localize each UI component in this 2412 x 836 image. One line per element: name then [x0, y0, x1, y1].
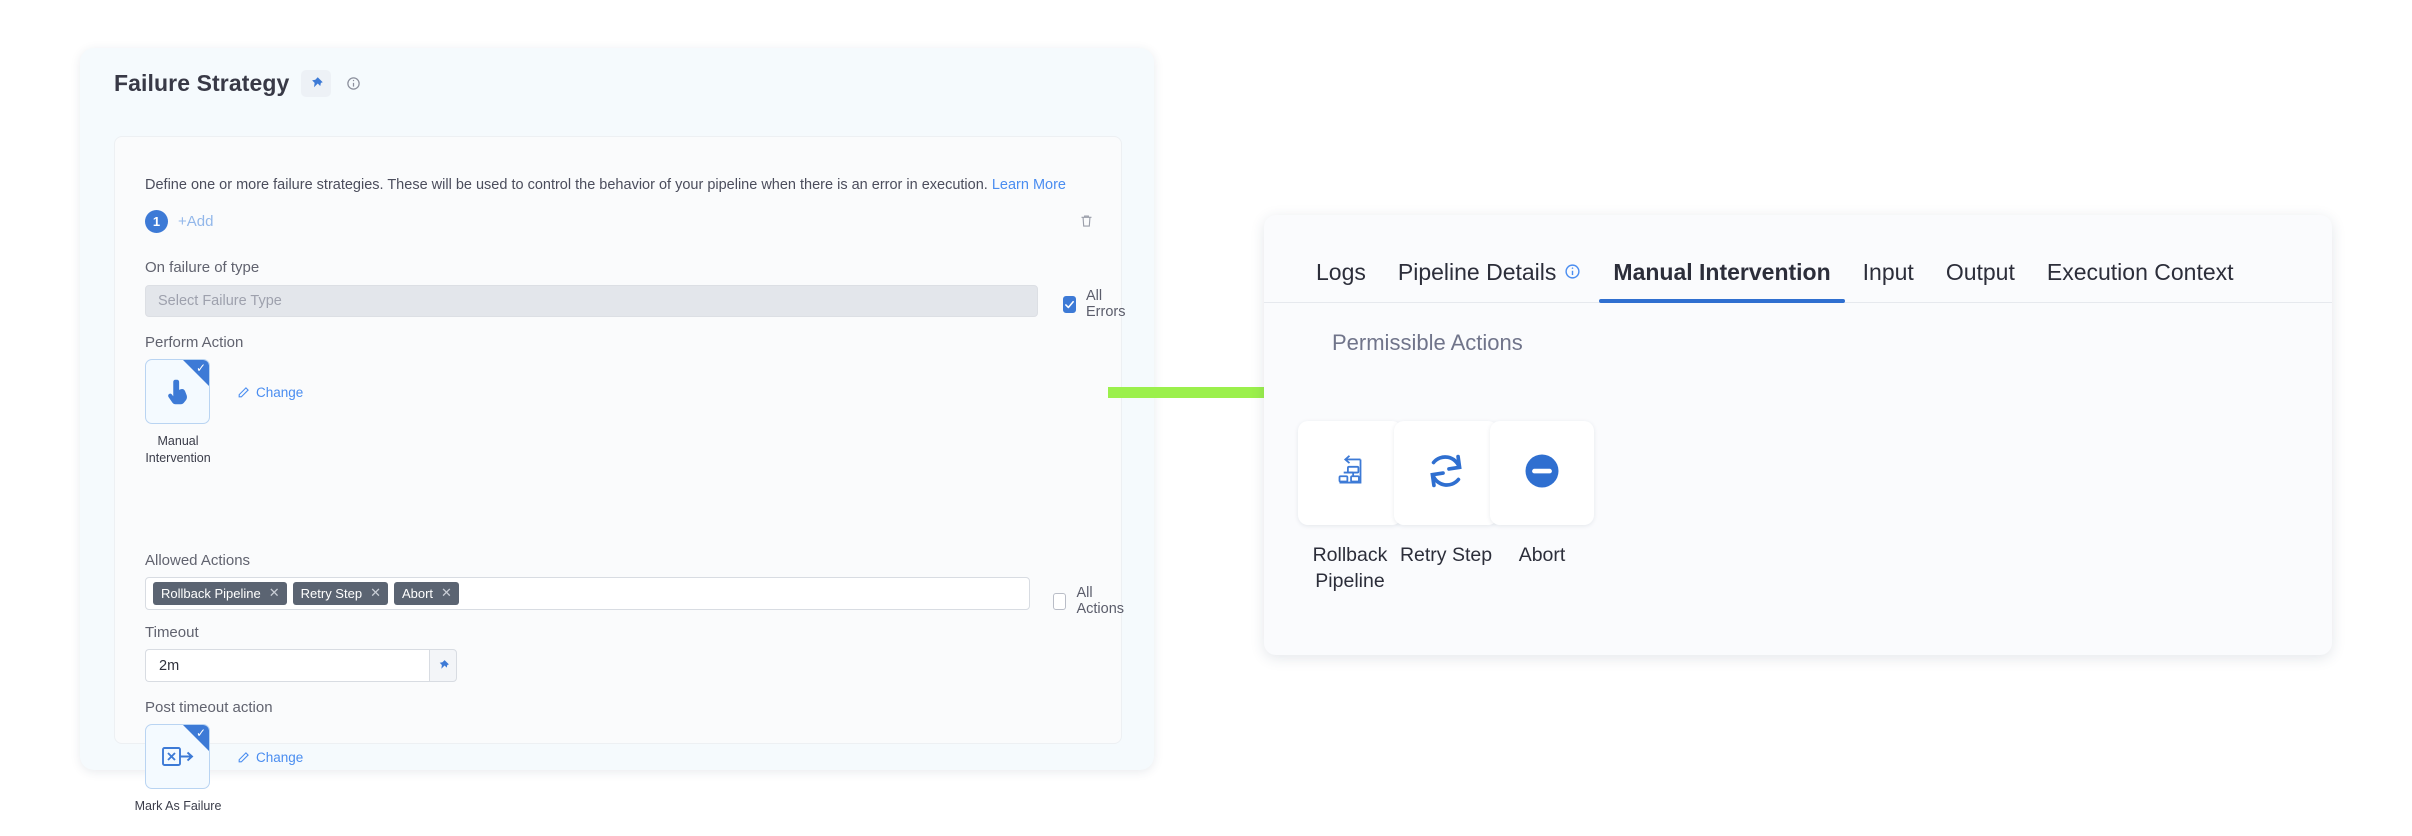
chip-label: Abort: [401, 585, 434, 601]
trash-icon[interactable]: [1079, 213, 1094, 234]
chip-label: Rollback Pipeline: [161, 585, 261, 601]
all-actions-checkbox-box[interactable]: [1053, 592, 1067, 610]
perform-action-label: Perform Action: [145, 334, 244, 351]
perform-action-change-button[interactable]: Change: [237, 385, 303, 400]
timeout-input[interactable]: 2m: [145, 649, 429, 682]
all-actions-checkbox[interactable]: All Actions: [1053, 585, 1128, 617]
rollback-pipeline-button[interactable]: [1298, 421, 1402, 525]
action-card-label: Abort: [1518, 544, 1566, 566]
list-item[interactable]: Abort ✕: [393, 582, 459, 605]
failure-strategy-header: Failure Strategy: [80, 48, 1154, 97]
all-errors-checkbox[interactable]: All Errors: [1063, 288, 1129, 320]
mark-as-failure-icon: [146, 725, 209, 788]
tab-manual-intervention[interactable]: Manual Intervention: [1597, 259, 1846, 303]
tab-label: Execution Context: [2046, 259, 2234, 285]
post-timeout-action-label: Post timeout action: [145, 699, 273, 716]
permissible-actions-title: Permissible Actions: [1332, 330, 1523, 355]
execution-details-panel: Logs Pipeline Details Manual Interventio…: [1264, 215, 2332, 655]
info-icon[interactable]: [1564, 259, 1581, 286]
close-icon[interactable]: ✕: [370, 585, 381, 600]
allowed-actions-input[interactable]: Rollback Pipeline ✕ Retry Step ✕ Abort ✕: [145, 577, 1030, 610]
tab-execution-context[interactable]: Execution Context: [2031, 259, 2250, 302]
failure-strategy-card: Failure Strategy Define one or more fail…: [80, 48, 1154, 813]
perform-action-caption: Manual Intervention: [145, 434, 211, 465]
close-icon[interactable]: ✕: [441, 585, 452, 600]
tab-input[interactable]: Input: [1847, 259, 1930, 302]
abort-icon: [1520, 449, 1564, 498]
all-errors-checkbox-box[interactable]: [1063, 295, 1076, 313]
learn-more-link[interactable]: Learn More: [991, 177, 1066, 193]
tab-label: Pipeline Details: [1397, 259, 1557, 285]
check-icon: ✓: [195, 361, 206, 375]
list-item[interactable]: Rollback Pipeline ✕: [153, 582, 287, 605]
tab-label: Manual Intervention: [1613, 259, 1831, 285]
info-icon[interactable]: [343, 74, 363, 94]
rollback-pipeline-icon: [1329, 450, 1371, 497]
tab-label: Output: [1945, 259, 2015, 285]
page-title: Failure Strategy: [114, 70, 290, 96]
tab-pipeline-details[interactable]: Pipeline Details: [1382, 259, 1598, 302]
strategy-index-badge[interactable]: 1: [145, 210, 168, 233]
failure-strategy-body: Define one or more failure strategies. T…: [114, 136, 1125, 813]
change-label: Change: [256, 750, 304, 765]
tab-label: Logs: [1316, 259, 1366, 285]
post-timeout-action-caption: Mark As Failure: [134, 799, 222, 813]
post-timeout-action-tile[interactable]: ✓: [145, 724, 210, 789]
chip-label: Retry Step: [300, 585, 363, 601]
all-errors-label: All Errors: [1086, 288, 1126, 320]
check-icon: ✓: [195, 726, 206, 740]
post-timeout-change-button[interactable]: Change: [237, 750, 303, 765]
timeout-label: Timeout: [145, 624, 199, 641]
strategy-add-row: 1 +Add: [145, 210, 213, 233]
description-sentence: Define one or more failure strategies. T…: [145, 177, 988, 193]
all-actions-label: All Actions: [1076, 585, 1125, 617]
add-strategy-button[interactable]: +Add: [178, 213, 214, 230]
list-item[interactable]: Retry Step ✕: [292, 582, 388, 605]
failure-type-placeholder: Select Failure Type: [158, 293, 282, 309]
permissible-actions-list: Rollback Pipeline Retry Step: [1298, 421, 1594, 594]
retry-step-button[interactable]: [1394, 421, 1498, 525]
allowed-actions-label: Allowed Actions: [145, 552, 251, 569]
failure-type-select[interactable]: Select Failure Type: [145, 285, 1038, 317]
tab-bar: Logs Pipeline Details Manual Interventio…: [1264, 215, 2332, 303]
action-card-label: Retry Step: [1399, 544, 1493, 566]
tab-output[interactable]: Output: [1930, 259, 2031, 302]
pin-icon[interactable]: [301, 70, 332, 97]
description-text: Define one or more failure strategies. T…: [145, 177, 1066, 193]
action-card-label: Rollback Pipeline: [1312, 544, 1388, 592]
selected-corner: [183, 360, 209, 386]
timeout-pin-icon[interactable]: [429, 649, 457, 682]
perform-action-tile[interactable]: ✓: [145, 359, 210, 424]
timeout-field-group: 2m: [145, 649, 457, 682]
abort-button[interactable]: [1490, 421, 1594, 525]
tab-logs[interactable]: Logs: [1300, 259, 1382, 302]
selected-corner: [183, 725, 209, 751]
tab-label: Input: [1862, 259, 1914, 285]
pointing-hand-icon: [146, 360, 209, 423]
change-label: Change: [256, 385, 304, 400]
retry-step-icon: [1423, 448, 1469, 499]
timeout-value: 2m: [159, 657, 180, 674]
close-icon[interactable]: ✕: [268, 585, 280, 600]
on-failure-type-label: On failure of type: [145, 259, 260, 276]
